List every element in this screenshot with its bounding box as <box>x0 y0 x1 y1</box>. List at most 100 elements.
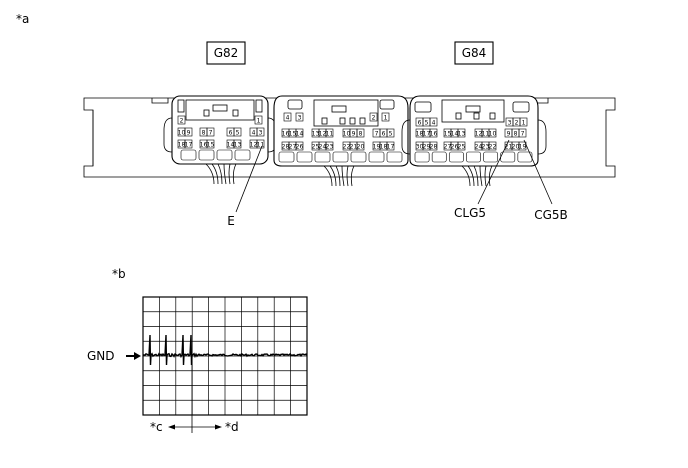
pin-number: 16 <box>282 130 290 137</box>
pin-number: 11 <box>326 130 334 137</box>
pin-number: 1 <box>257 117 261 124</box>
pin-number: 15 <box>444 130 452 137</box>
pin-number: 3 <box>508 119 512 126</box>
pin-cavity: 17 <box>185 139 192 148</box>
pin-cavity: 19 <box>519 141 526 150</box>
callout-e: E <box>227 214 235 228</box>
wire-slot <box>296 151 313 163</box>
pin-number: 5 <box>236 129 240 136</box>
pin-number: 18 <box>178 141 186 148</box>
pin-number: 25 <box>458 143 466 150</box>
pin-cavity: 11 <box>326 128 334 137</box>
pin-number: 24 <box>319 143 327 150</box>
pin-cavity: 2 <box>177 115 186 124</box>
pin-number: 18 <box>380 143 388 150</box>
pin-number: 7 <box>521 130 525 137</box>
pin-number: 13 <box>458 130 466 137</box>
pin-number: 9 <box>507 130 511 137</box>
pin-number: 9 <box>352 130 356 137</box>
pin-number: 11 <box>257 141 265 148</box>
pin-number: 21 <box>505 143 513 150</box>
pin-cavity: 9 <box>184 127 193 136</box>
pin-cavity: 28 <box>430 141 438 150</box>
pin-number: 1 <box>384 114 388 121</box>
label-d: *d <box>225 420 239 434</box>
pin-number: 2 <box>180 117 184 124</box>
pin-number: 21 <box>350 143 358 150</box>
pin-number: 28 <box>430 143 438 150</box>
gnd-arrow-icon <box>126 352 141 360</box>
wire-slot <box>234 149 251 161</box>
pin-cavity: 13 <box>234 139 242 148</box>
wire-slot <box>278 151 295 163</box>
pin-cavity: 23 <box>326 141 334 150</box>
label-c: *c <box>150 420 163 434</box>
wire-slot <box>517 151 533 163</box>
connector-g84-text: G84 <box>462 46 487 60</box>
pin-number: 12 <box>475 130 483 137</box>
pin-cavity: 4 <box>429 117 438 126</box>
pin-cavity: 1 <box>519 117 528 126</box>
time-span-marker <box>168 358 222 433</box>
callout-clg5: CLG5 <box>454 206 486 220</box>
pin-number: 10 <box>343 130 351 137</box>
pin-cavity: 11 <box>257 139 265 148</box>
pin-number: 23 <box>326 143 334 150</box>
ecu-housing <box>83 97 616 178</box>
pin-number: 8 <box>202 129 206 136</box>
pin-cavity: 10 <box>489 128 497 137</box>
figure-b-marker: *b <box>112 267 126 281</box>
pin-cavity: 8 <box>356 128 365 137</box>
wire-slot <box>198 149 215 161</box>
pin-number: 25 <box>312 143 320 150</box>
pin-number: 5 <box>389 130 393 137</box>
pin-number: 13 <box>234 141 242 148</box>
pin-number: 2 <box>372 114 376 121</box>
wire-slot <box>332 151 349 163</box>
connector-label-g82: G82 <box>206 41 246 65</box>
pin-number: 26 <box>296 143 304 150</box>
pin-number: 27 <box>444 143 452 150</box>
pin-number: 14 <box>227 141 235 148</box>
pin-cavity: 7 <box>206 127 215 136</box>
pin-number: 17 <box>387 143 395 150</box>
callout-cg5b: CG5B <box>534 208 568 222</box>
pin-number: 22 <box>489 143 497 150</box>
pin-number: 12 <box>250 141 258 148</box>
pin-cavity: 22 <box>489 141 497 150</box>
pin-number: 1 <box>522 119 526 126</box>
pin-number: 15 <box>207 141 215 148</box>
pin-number: 14 <box>451 130 459 137</box>
oscilloscope-screen <box>142 296 308 416</box>
pin-number: 5 <box>425 119 429 126</box>
wire-slot <box>216 149 233 161</box>
pin-number: 30 <box>416 143 424 150</box>
pin-cavity: 13 <box>458 128 466 137</box>
wire-slot <box>483 151 499 163</box>
pin-number: 6 <box>229 129 233 136</box>
pin-number: 3 <box>259 129 263 136</box>
connector-g82-text: G82 <box>214 46 239 60</box>
pin-number: 10 <box>489 130 497 137</box>
pin-number: 4 <box>286 114 290 121</box>
wire-slot <box>414 151 430 163</box>
pin-number: 17 <box>423 130 431 137</box>
pin-number: 7 <box>375 130 379 137</box>
pin-number: 11 <box>482 130 490 137</box>
pin-number: 4 <box>252 129 256 136</box>
pin-number: 12 <box>319 130 327 137</box>
figure-a-marker: *a <box>16 12 29 26</box>
pin-number: 23 <box>482 143 490 150</box>
pin-number: 18 <box>416 130 424 137</box>
pin-number: 9 <box>187 129 191 136</box>
callout-leaders <box>235 139 553 213</box>
pin-number: 16 <box>430 130 438 137</box>
pin-cavity: 10 <box>178 127 185 136</box>
pin-cavity: 3 <box>256 127 265 136</box>
pin-cavity: 17 <box>387 141 395 150</box>
pin-number: 29 <box>423 143 431 150</box>
pin-number: 6 <box>382 130 386 137</box>
pin-cavity: 3 <box>295 112 304 121</box>
